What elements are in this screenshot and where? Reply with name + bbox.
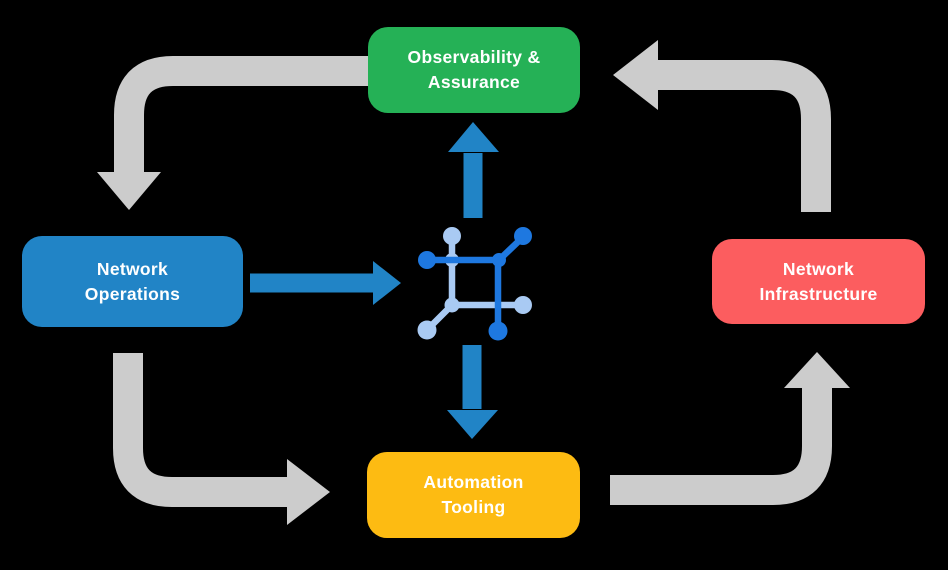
arrow-operations-to-automation	[113, 353, 330, 525]
node-observability-assurance: Observability & Assurance	[368, 27, 580, 113]
arrow-operations-to-core	[250, 261, 401, 305]
node-network-infrastructure: Network Infrastructure	[712, 239, 925, 324]
arrow-core-to-observability	[448, 122, 499, 218]
node-automation-tooling: Automation Tooling	[367, 452, 580, 538]
arrow-core-to-automation	[447, 345, 498, 439]
arrow-observability-to-operations	[97, 56, 370, 210]
arrow-automation-to-infrastructure	[610, 352, 850, 505]
network-fabric-icon	[417, 227, 532, 341]
arrow-infrastructure-to-observability	[613, 40, 831, 212]
node-network-operations: Network Operations	[22, 236, 243, 327]
